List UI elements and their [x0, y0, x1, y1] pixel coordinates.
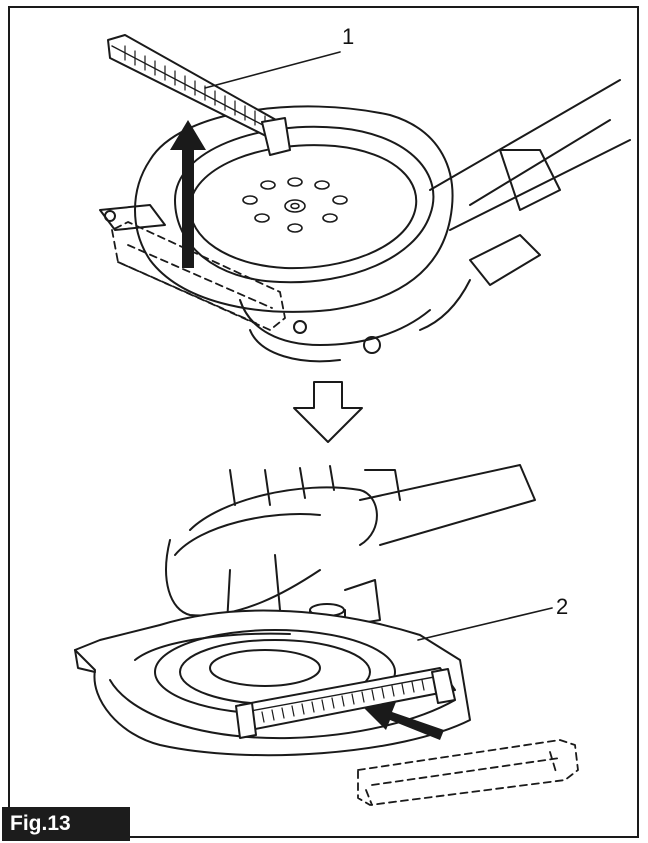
top-view-housing: [99, 79, 631, 363]
callout-leader-2: [417, 607, 553, 641]
lift-arrow-icon: [170, 120, 206, 268]
insert-arrow-icon: [364, 702, 444, 740]
callout-number-2: 2: [556, 594, 569, 619]
comb-part-2: [235, 667, 456, 739]
figure-label: Fig.13: [2, 807, 130, 841]
comb-part-1: [107, 34, 291, 156]
bottom-view-housing: [74, 464, 536, 757]
bolt-holes: [242, 177, 348, 233]
down-arrow-icon: [293, 381, 363, 443]
comb-ghost-outline-top: [111, 221, 286, 331]
callout-number-1: 1: [342, 24, 355, 49]
comb-ghost-outline-bottom: [357, 739, 579, 806]
callout-leader-1: [204, 51, 341, 89]
